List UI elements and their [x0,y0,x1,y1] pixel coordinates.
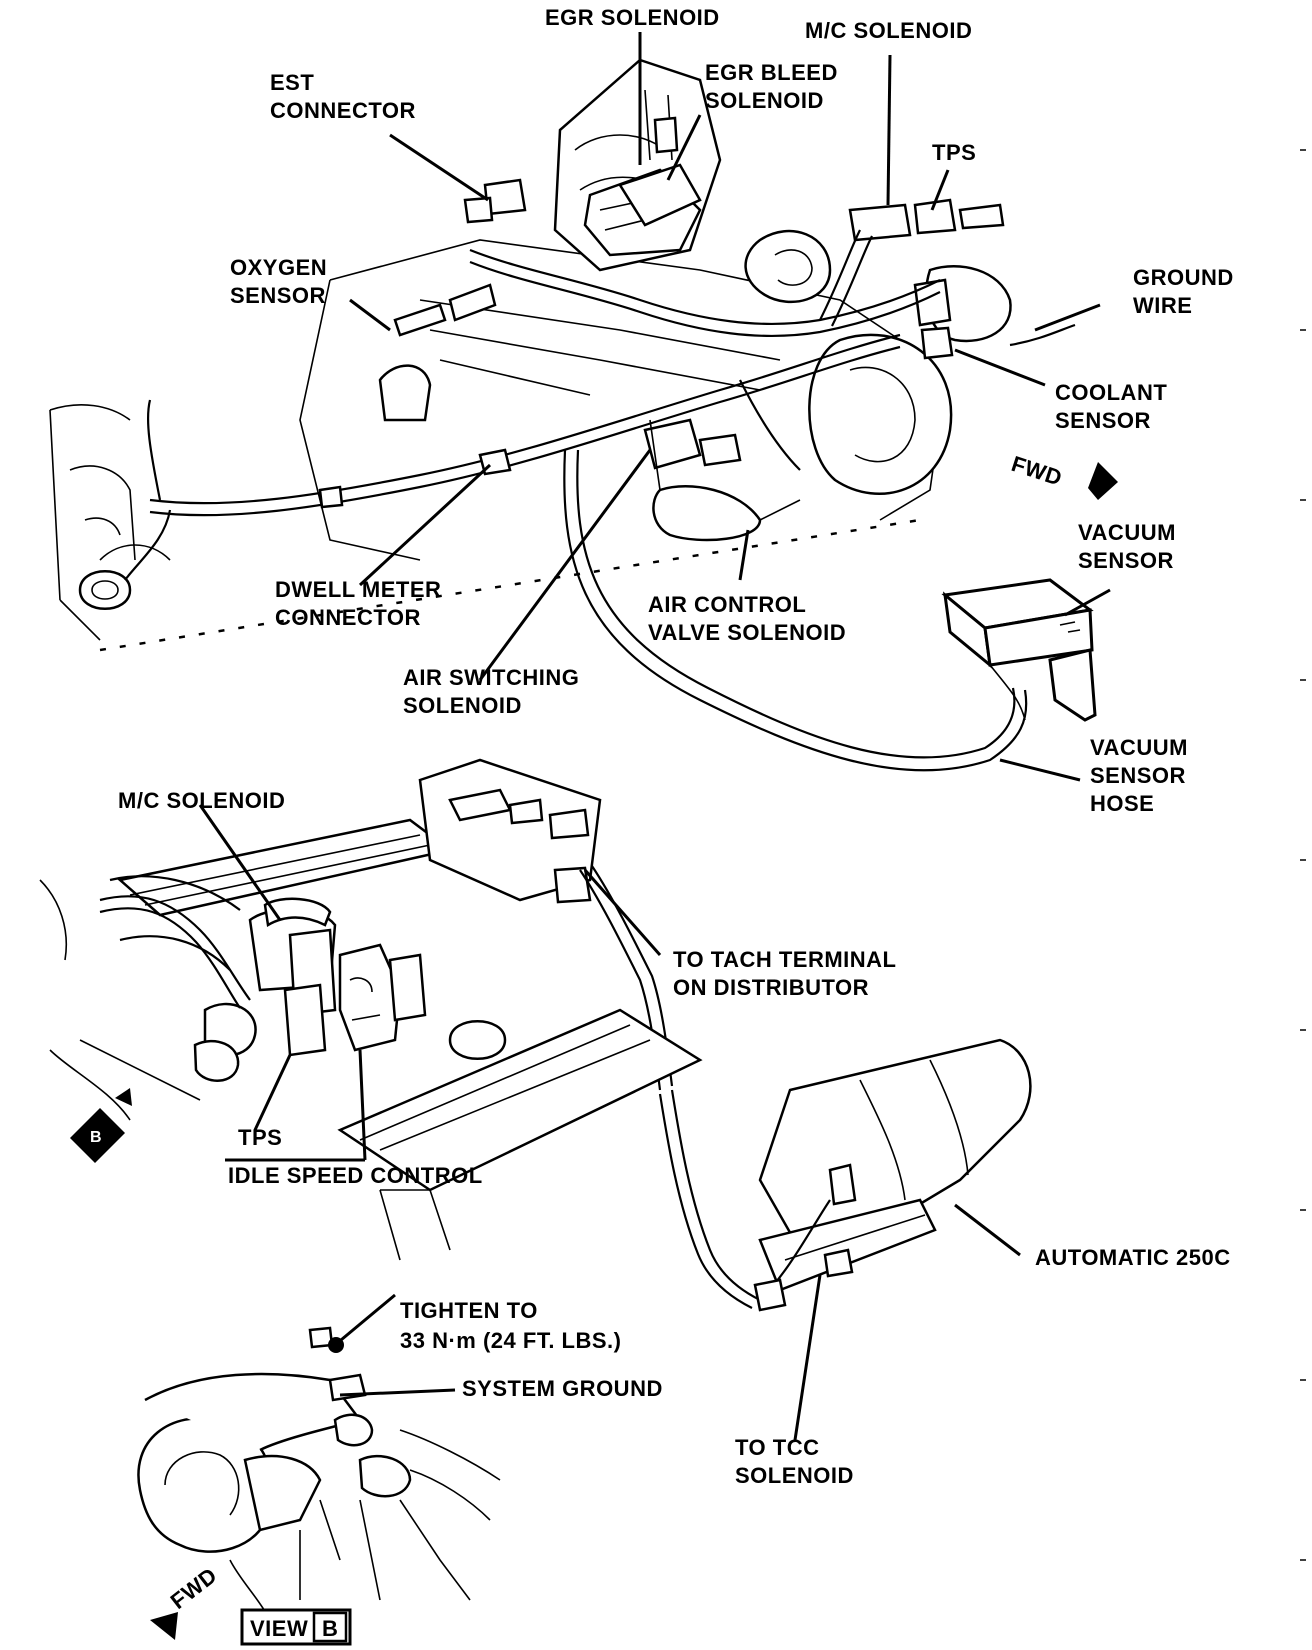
middle-engine-illustration [39,758,1032,1312]
markers [70,462,1118,1640]
label-ground-wire: GROUND WIRE [1133,265,1240,318]
callout-labels: EGR SOLENOID M/C SOLENOID EST CONNECTOR … [90,5,1240,1646]
label-fwd-bottom: FWD [166,1562,222,1613]
label-vacuum-sensor: VACUUM SENSOR [1078,520,1183,573]
label-oxygen-sensor: OXYGEN SENSOR [230,255,334,308]
fwd-arrow-bottom-icon [150,1612,178,1640]
svg-text:VIEW: VIEW [250,1616,308,1641]
ground-bolt-icon [328,1337,344,1353]
label-tps-top: TPS [932,140,976,165]
label-fwd-top: FWD [1008,451,1065,491]
label-egr-bleed-solenoid: EGR BLEED SOLENOID [705,60,844,113]
label-mc-solenoid-mid: M/C SOLENOID [118,788,285,813]
label-air-control-valve-solenoid: AIR CONTROL VALVE SOLENOID [648,592,846,645]
label-tps-mid: TPS [238,1125,282,1150]
marker-b-letter: B [90,1129,102,1146]
label-mc-solenoid-top: M/C SOLENOID [805,18,972,43]
label-vacuum-sensor-hose: VACUUM SENSOR HOSE [1090,735,1195,816]
view-b-marker-icon [70,1088,132,1163]
view-b-illustration [137,1326,501,1621]
label-coolant-sensor: COOLANT SENSOR [1055,380,1174,433]
top-engine-illustration [49,58,1097,772]
label-tighten-to: TIGHTEN TO 33 N·m (24 FT. LBS.) [400,1298,621,1353]
page-edge-ticks [1300,149,1306,1561]
label-automatic-250c: AUTOMATIC 250C [1035,1245,1231,1270]
label-to-tcc-solenoid: TO TCC SOLENOID [735,1435,854,1488]
label-idle-speed-control: IDLE SPEED CONTROL [228,1163,483,1188]
view-b-caption: VIEW B [240,1608,352,1646]
label-system-ground: SYSTEM GROUND [462,1376,663,1401]
leader-lines [198,32,1111,1441]
svg-text:B: B [322,1616,338,1641]
label-egr-solenoid: EGR SOLENOID [545,5,720,30]
fwd-arrow-top-icon [1088,462,1118,500]
label-est-connector: EST CONNECTOR [270,70,416,123]
label-to-tach-terminal: TO TACH TERMINAL ON DISTRIBUTOR [673,947,903,1000]
label-air-switching-solenoid: AIR SWITCHING SOLENOID [403,665,586,718]
label-dwell-meter-connector: DWELL METER CONNECTOR [275,577,448,630]
